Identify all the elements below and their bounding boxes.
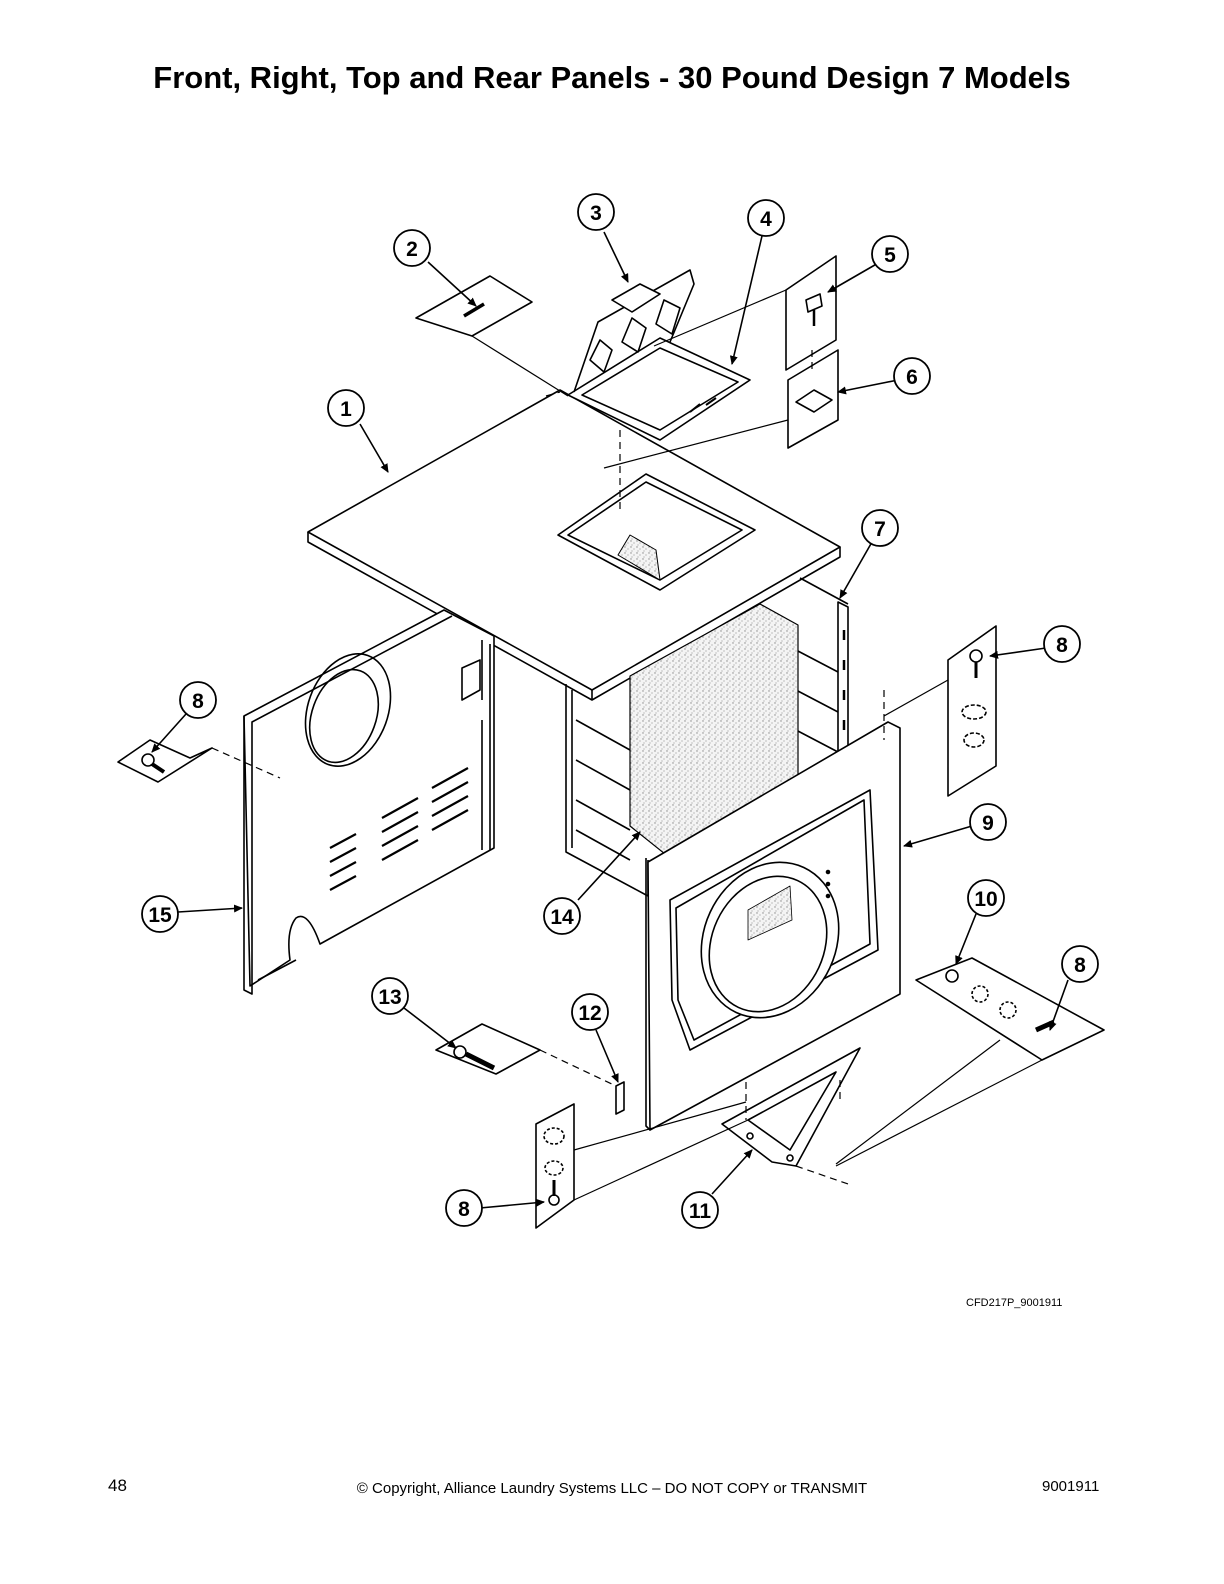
callout-9: 9 bbox=[969, 803, 1007, 841]
hardware-inset-13 bbox=[435, 1023, 541, 1075]
svg-text:9: 9 bbox=[982, 812, 994, 835]
callout-11: 11 bbox=[681, 1191, 719, 1229]
hardware-inset-6 bbox=[787, 349, 839, 449]
callout-5: 5 bbox=[871, 235, 909, 273]
document-number: 9001911 bbox=[1042, 1478, 1100, 1495]
svg-text:8: 8 bbox=[1056, 634, 1068, 657]
svg-text:8: 8 bbox=[458, 1198, 470, 1221]
svg-text:10: 10 bbox=[974, 888, 997, 911]
clip-part bbox=[615, 1081, 625, 1115]
svg-text:12: 12 bbox=[578, 1002, 601, 1025]
svg-text:6: 6 bbox=[906, 366, 918, 389]
svg-text:11: 11 bbox=[689, 1200, 712, 1223]
callout-10: 10 bbox=[967, 879, 1005, 917]
callout-1: 1 bbox=[327, 389, 365, 427]
svg-text:2: 2 bbox=[406, 238, 418, 261]
callout-7: 7 bbox=[861, 509, 899, 547]
svg-text:5: 5 bbox=[884, 244, 896, 267]
rear-panel bbox=[243, 609, 495, 995]
svg-text:3: 3 bbox=[590, 202, 602, 225]
svg-text:15: 15 bbox=[148, 904, 172, 927]
callout-13: 13 bbox=[371, 977, 409, 1015]
page-number: 48 bbox=[108, 1476, 127, 1495]
callout-2: 2 bbox=[393, 229, 431, 267]
callout-8-bottom: 8 bbox=[445, 1189, 483, 1227]
callout-8-right-bottom: 8 bbox=[1061, 945, 1099, 983]
callout-8-left: 8 bbox=[179, 681, 217, 719]
top-panel bbox=[307, 389, 841, 701]
page-title: Front, Right, Top and Rear Panels - 30 P… bbox=[153, 60, 1071, 95]
callout-8-right-top: 8 bbox=[1043, 625, 1081, 663]
leader-lines bbox=[471, 289, 1043, 1201]
svg-text:4: 4 bbox=[760, 208, 772, 231]
front-panel bbox=[645, 721, 901, 1131]
hardware-inset-8d bbox=[535, 1103, 575, 1229]
callout-14: 14 bbox=[543, 897, 581, 935]
svg-text:7: 7 bbox=[874, 518, 886, 541]
callout-3: 3 bbox=[577, 193, 615, 231]
callout-arrows bbox=[151, 231, 1069, 1209]
svg-text:13: 13 bbox=[378, 986, 401, 1009]
alignment-lines bbox=[211, 350, 885, 1185]
callout-4: 4 bbox=[747, 199, 785, 237]
hardware-inset-8a bbox=[117, 739, 213, 783]
callout-15: 15 bbox=[141, 895, 179, 933]
hardware-inset-8b bbox=[947, 625, 997, 797]
drawing-code: CFD217P_9001911 bbox=[966, 1297, 1063, 1309]
callout-6: 6 bbox=[893, 357, 931, 395]
svg-text:8: 8 bbox=[192, 690, 204, 713]
svg-text:8: 8 bbox=[1074, 954, 1086, 977]
svg-text:1: 1 bbox=[340, 398, 352, 421]
svg-text:14: 14 bbox=[550, 906, 574, 929]
hardware-inset-5 bbox=[785, 255, 837, 371]
callout-12: 12 bbox=[571, 993, 609, 1031]
hardware-inset-2 bbox=[415, 275, 533, 337]
control-lid bbox=[567, 269, 751, 441]
copyright-notice: © Copyright, Alliance Laundry Systems LL… bbox=[356, 1480, 868, 1497]
